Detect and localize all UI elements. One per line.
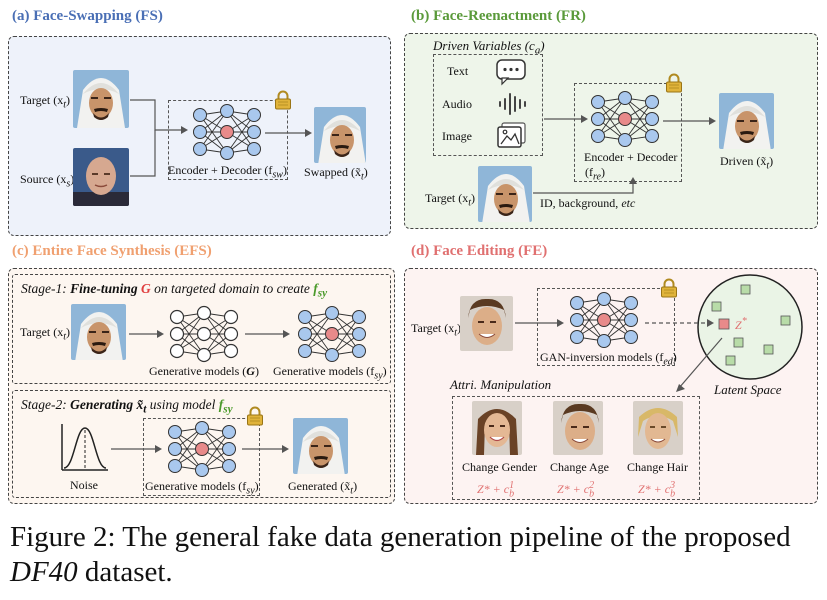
noise-curve-icon — [61, 424, 108, 471]
fe-attri-label: Attri. Manipulation — [450, 377, 552, 392]
fe-change-hair-code: Z* + cb3 — [638, 480, 676, 500]
efs-stage1-text: Stage-1: Fine-tuning G on targeted domai… — [21, 281, 328, 300]
efs-stage2-model-box — [143, 418, 260, 496]
efs-stage1-box — [12, 274, 391, 384]
chat-bubble-icon — [496, 59, 526, 86]
fs-model-box — [168, 100, 288, 180]
fr-model-box — [574, 83, 682, 182]
fe-attri-box — [452, 396, 700, 500]
fe-change-gender-code: Z* + cb1 — [477, 480, 515, 500]
fr-input-image: Image — [442, 129, 472, 143]
fe-model-box — [537, 288, 675, 366]
fe-title: (d) Face Editing (FE) — [411, 243, 548, 259]
efs-noise-label: Noise — [70, 478, 98, 492]
figure-caption: Figure 2: The general fake data generati… — [10, 521, 791, 588]
fr-input-text: Text — [447, 64, 469, 78]
fs-target-label: Target (xt) — [20, 93, 71, 111]
fe-change-hair-label: Change Hair — [627, 460, 688, 474]
image-icon — [497, 122, 526, 148]
fr-model-label: Encoder + Decoder — [584, 150, 678, 164]
fe-model-label: GAN-inversion models (fed) — [540, 350, 677, 368]
fr-cond-label: ID, background, etc — [540, 196, 636, 210]
efs-stage2-text: Stage-2: Generating x̃t using model fsy — [21, 397, 233, 416]
latent-z-label: Z* — [735, 316, 747, 332]
efs-gen-label-1: Generative models (G) — [149, 364, 259, 378]
efs-stage2-box — [12, 390, 391, 498]
fe-latent-label: Latent Space — [714, 382, 782, 397]
efs-target-label: Target (xt) — [20, 325, 71, 343]
fe-change-gender-label: Change Gender — [462, 460, 537, 474]
fr-input-audio: Audio — [442, 97, 472, 111]
fr-driven-label: Driven (x̃t) — [720, 154, 774, 172]
fs-model-label: Encoder + Decoder (fsw) — [168, 163, 287, 181]
fr-driven-vars-label: Driven Variables (ca) — [433, 38, 545, 57]
efs-title: (c) Entire Face Synthesis (EFS) — [12, 243, 212, 259]
efs-generated-label: Generated (x̃t) — [288, 479, 358, 497]
fe-target-label: Target (xt) — [411, 321, 462, 339]
efs-gen-label-2: Generative models (fsy) — [273, 364, 387, 382]
fe-change-age-code: Z* + cb2 — [557, 480, 595, 500]
fs-source-label: Source (xs) — [20, 172, 75, 190]
fr-inputs-box — [433, 54, 543, 156]
fe-change-age-label: Change Age — [550, 460, 609, 474]
fs-title: (a) Face-Swapping (FS) — [12, 8, 163, 24]
fr-target-label: Target (xt) — [425, 191, 476, 209]
fs-swapped-label: Swapped (x̃t) — [304, 165, 368, 183]
audio-wave-icon — [499, 93, 526, 115]
efs-gen-label-3: Generative models (fsy) — [145, 479, 259, 497]
fr-title: (b) Face-Reenactment (FR) — [411, 8, 586, 24]
fr-model-fn: (fre) — [585, 165, 605, 183]
